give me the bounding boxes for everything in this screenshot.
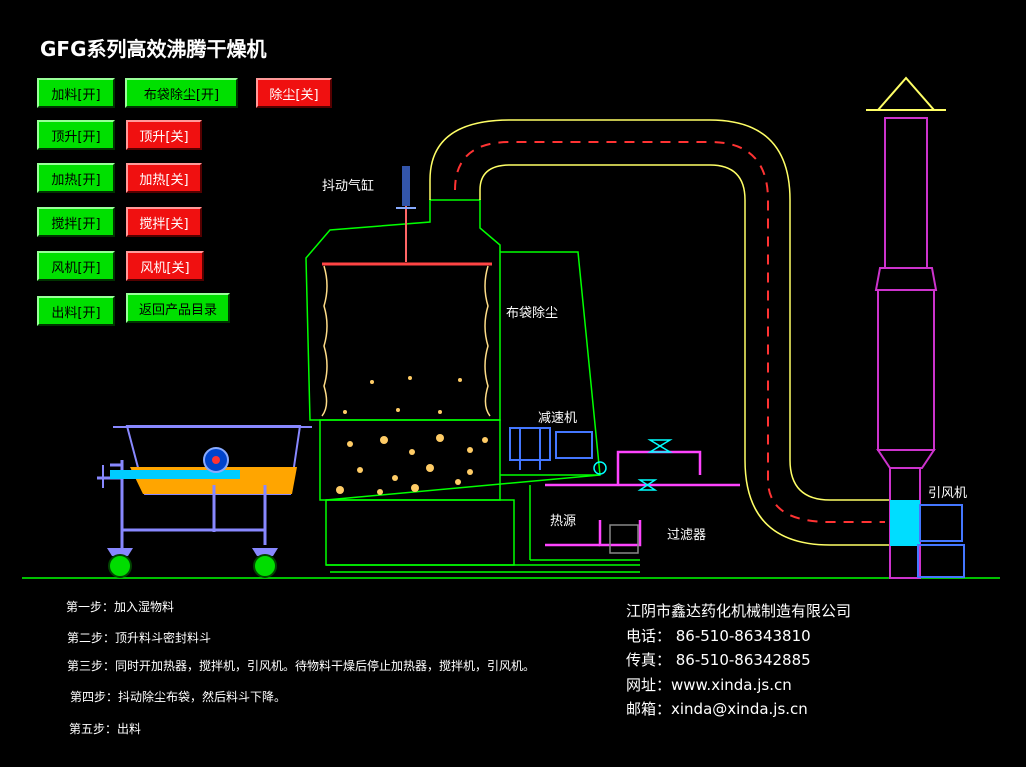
heat-on-button[interactable]: 加热[开] [37, 163, 115, 193]
material-trolley [97, 425, 312, 578]
duct-flow [454, 141, 885, 523]
step-1: 第一步：加入湿物料 [66, 600, 175, 614]
dryer-vessel [305, 199, 640, 573]
valves [593, 439, 673, 554]
induced-fan-motor [917, 504, 965, 578]
heat-off-button[interactable]: 加热[关] [126, 163, 202, 193]
step-4: 第四步：抖动除尘布袋，然后料斗下降。 [70, 690, 287, 704]
stir-off-button[interactable]: 搅拌[关] [126, 207, 202, 237]
exhaust-duct [429, 119, 890, 546]
company-name: 江阴市鑫达药化机械制造有限公司 [626, 602, 852, 620]
feed-on-button[interactable]: 加料[开] [37, 78, 115, 108]
lift-on-button[interactable]: 顶升[开] [37, 120, 115, 150]
fan-on-button[interactable]: 风机[开] [37, 251, 115, 281]
bag-filter-label: 布袋除尘 [506, 306, 559, 321]
discharge-on-button[interactable]: 出料[开] [37, 296, 115, 326]
fan-inlet [890, 500, 920, 546]
reducer-label: 减速机 [538, 411, 578, 426]
email-link[interactable]: 邮箱：xinda@xinda.js.cn [626, 700, 808, 718]
back-to-catalog-button[interactable]: 返回产品目录 [126, 293, 230, 323]
heater-pipes [545, 450, 740, 547]
heat-source-label: 热源 [550, 514, 577, 529]
step-3: 第三步：同时开加热器，搅拌机，引风机。待物料干燥后停止加热器，搅拌机，引风机。 [67, 659, 536, 673]
fax: 传真： 86-510-86342885 [626, 651, 811, 669]
filter-label: 过滤器 [667, 528, 707, 543]
page-title: GFG系列高效沸腾干燥机 [40, 37, 267, 61]
fan-off-button[interactable]: 风机[关] [126, 251, 204, 281]
bag-dust-on-button[interactable]: 布袋除尘[开] [125, 78, 238, 108]
dust-off-button[interactable]: 除尘[关] [256, 78, 332, 108]
induced-fan-label: 引风机 [928, 486, 968, 501]
wheel-left [108, 554, 132, 578]
wheel-right [253, 554, 277, 578]
filter-bag [321, 262, 492, 417]
chimney-cap [875, 76, 937, 111]
chimney [874, 117, 938, 579]
stir-on-button[interactable]: 搅拌[开] [37, 207, 115, 237]
shake-cylinder [396, 166, 416, 262]
phone: 电话： 86-510-86343810 [626, 627, 811, 645]
reducer-motor [509, 427, 593, 470]
step-2: 第二步：顶升料斗密封料斗 [67, 631, 212, 645]
website-link[interactable]: 网址：www.xinda.js.cn [626, 676, 792, 694]
step-5: 第五步：出料 [69, 722, 142, 736]
shake-cylinder-label: 抖动气缸 [322, 179, 375, 194]
particles [336, 376, 488, 495]
lift-off-button[interactable]: 顶升[关] [126, 120, 202, 150]
